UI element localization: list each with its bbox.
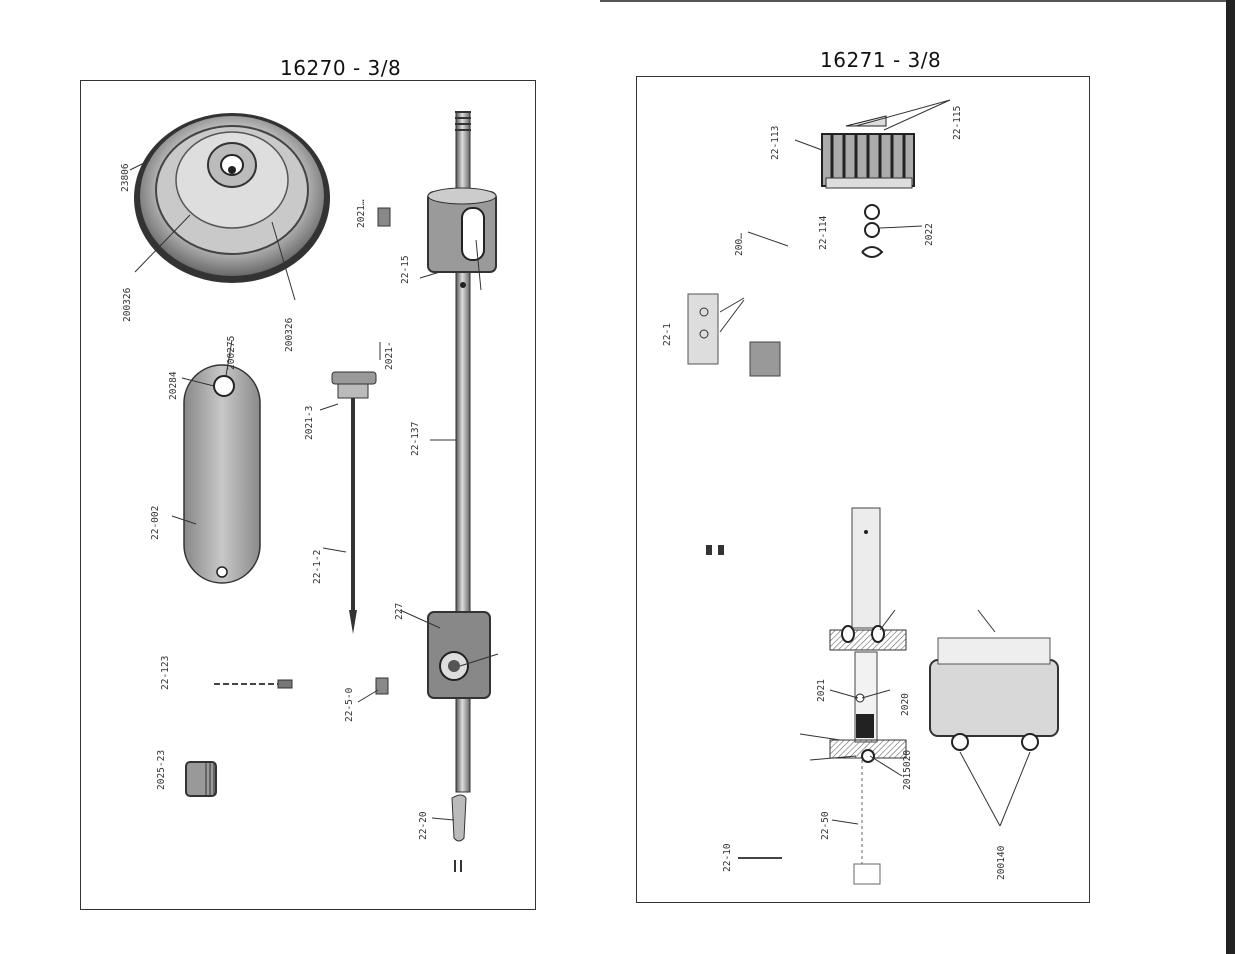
label-gear-b: 2020 (900, 693, 911, 716)
page-title-right: 16271 - 3/8 (820, 48, 942, 72)
label-block-screws: 200140 (996, 845, 1007, 880)
label-gear-c: 2015020 (902, 749, 913, 790)
leader-lines-left (129, 159, 499, 821)
scan-edge-right (1226, 0, 1235, 954)
label-pulley-ring-b: 200326 (284, 317, 295, 352)
label-cap-screws: 22-115 (952, 105, 963, 140)
label-gear-a: 2021 (816, 679, 827, 702)
page-title-left: 16270 - 3/8 (280, 56, 402, 80)
housing-block (929, 637, 1059, 751)
label-shaft: 22-137 (410, 421, 421, 456)
small-parts-right (706, 545, 782, 859)
label-screw-mid: 22-5-0 (344, 687, 355, 722)
set-screw-top (377, 207, 391, 227)
label-plate: 22-002 (150, 505, 161, 540)
figure-frame-right (636, 76, 1090, 903)
figure-frame-left (80, 80, 536, 910)
spring-clips (861, 204, 884, 258)
main-shaft (427, 111, 497, 793)
small-screw (214, 679, 293, 689)
label-collar-top: 22-15 (400, 255, 411, 284)
label-plate-hole-b: 200275 (226, 335, 237, 370)
label-plate-hole-a: 20284 (168, 371, 179, 400)
label-pin-low: 22-10 (722, 843, 733, 872)
vertical-shaft-right (829, 507, 907, 885)
plug (185, 761, 217, 797)
label-knob-top: 2021- (384, 341, 395, 370)
label-plug: 2025-23 (156, 749, 167, 790)
spindle-with-knob (331, 371, 377, 634)
label-clip-b: 2022 (924, 223, 935, 246)
label-pulley: 23806 (120, 163, 131, 192)
label-collar-bottom: 227 (394, 602, 405, 620)
label-spring-clip: 200… (734, 233, 745, 256)
label-clip-a: 22-114 (818, 215, 829, 250)
scan-edge-top (600, 0, 1235, 2)
bottom-pin (451, 794, 467, 872)
label-pulley-ring-a: 200326 (122, 287, 133, 322)
knurled-cap (821, 115, 915, 189)
label-bracket: 22-1 (662, 323, 673, 346)
label-set-screw-top: 2021… (356, 199, 367, 228)
pulley-assembly (134, 113, 330, 283)
mid-screw (375, 677, 389, 695)
label-screw-small: 22-123 (160, 655, 171, 690)
label-cap: 22-113 (770, 125, 781, 160)
label-spindle: 22-1-2 (312, 549, 323, 584)
label-knob: 2021-3 (304, 405, 315, 440)
label-pin-bottom: 22-20 (418, 811, 429, 840)
cover-plate (183, 364, 261, 584)
bracket (687, 293, 781, 377)
label-shaft-low: 22-50 (820, 811, 831, 840)
leader-lines-right (719, 99, 1031, 827)
